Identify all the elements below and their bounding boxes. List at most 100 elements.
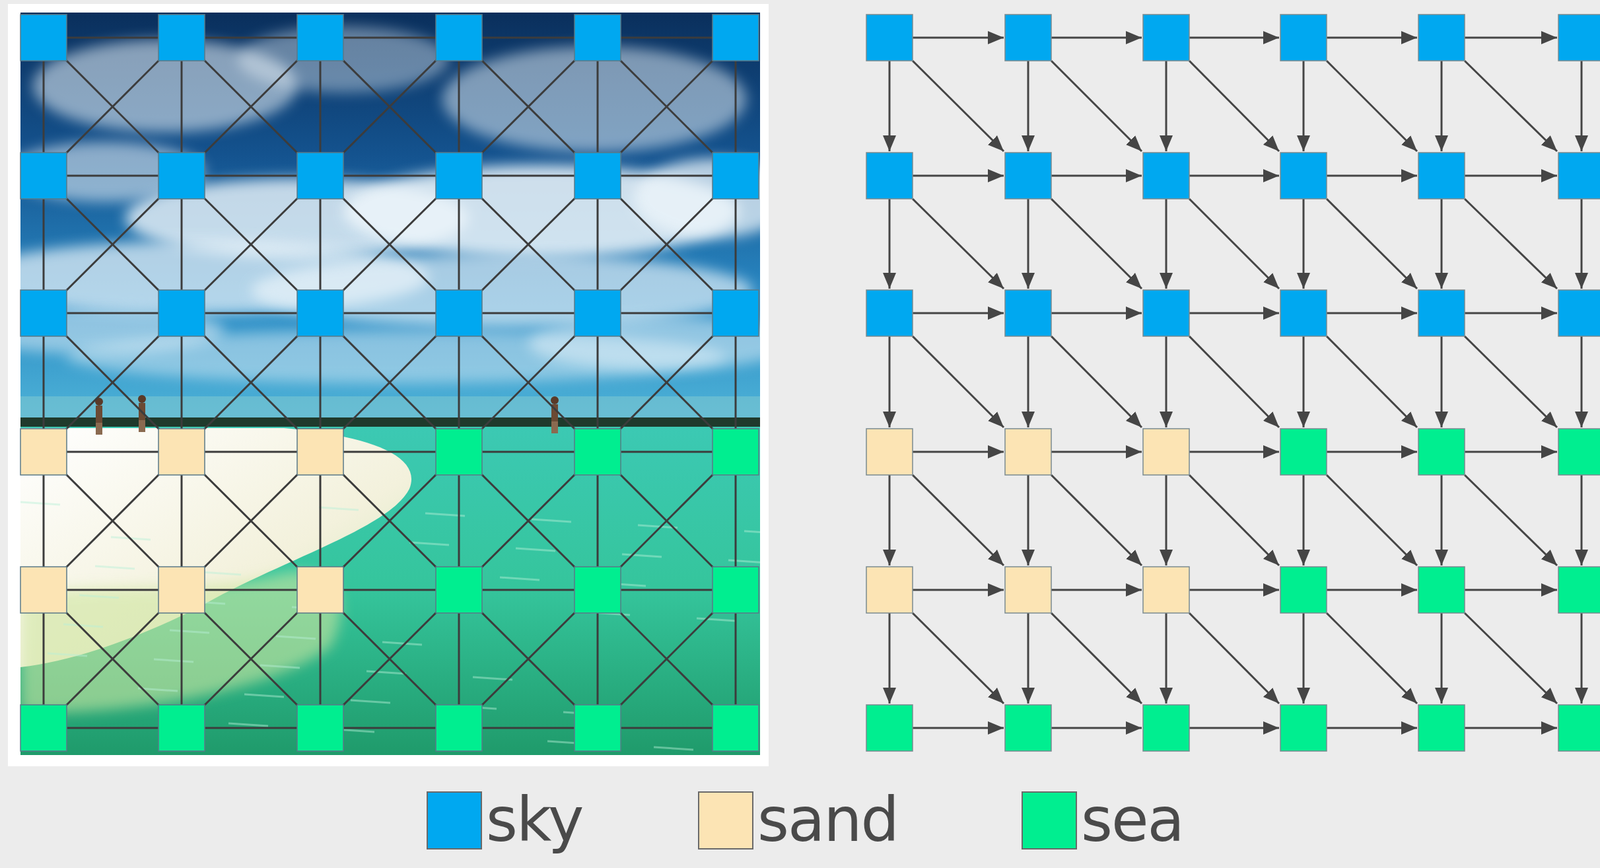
ripple — [653, 746, 694, 750]
label-square — [297, 428, 344, 475]
legend-swatch — [1021, 791, 1078, 850]
beach-photo — [20, 12, 761, 755]
label-square — [158, 289, 205, 337]
arrow — [1440, 474, 1443, 566]
label-square — [1558, 566, 1600, 613]
label-square — [712, 704, 759, 751]
arrow — [1326, 474, 1418, 566]
arrow — [912, 60, 1004, 152]
label-square — [1280, 289, 1327, 337]
arrow — [1464, 36, 1558, 39]
arrow — [888, 612, 891, 704]
label-square — [158, 566, 205, 613]
label-square — [866, 566, 913, 613]
arrow — [1464, 336, 1558, 428]
cloud — [20, 141, 205, 202]
label-square — [1418, 704, 1465, 751]
arrow — [1326, 312, 1418, 315]
arrow — [1189, 612, 1280, 704]
directed-grid — [866, 14, 1600, 751]
arrow — [1189, 198, 1280, 289]
legend-label: sand — [757, 789, 899, 851]
arrow — [1189, 451, 1280, 453]
ripple — [201, 571, 242, 575]
label-square — [20, 428, 67, 475]
photo-frame — [7, 3, 769, 766]
label-square — [20, 704, 67, 751]
arrow — [912, 451, 1004, 453]
arrow — [1051, 727, 1142, 730]
label-square — [158, 14, 205, 61]
arrow — [1051, 612, 1142, 704]
ripple — [20, 501, 61, 505]
label-square — [1143, 14, 1190, 61]
label-square — [1280, 152, 1327, 199]
arrow — [1189, 474, 1280, 566]
label-square — [1005, 152, 1052, 199]
label-square — [574, 428, 621, 475]
arrow — [1326, 612, 1418, 704]
legend-entry: sand — [697, 789, 899, 851]
arrow — [912, 474, 1004, 566]
arrow — [1464, 727, 1558, 730]
label-square — [712, 14, 759, 61]
arrow — [1580, 474, 1583, 566]
arrow — [1302, 198, 1305, 289]
undirected-grid — [20, 14, 759, 751]
ripple — [95, 565, 135, 569]
ripple — [169, 629, 210, 633]
arrow — [1302, 60, 1305, 152]
ripple — [744, 530, 761, 534]
arrow — [1326, 451, 1418, 453]
ripple — [260, 664, 300, 668]
label-square — [1558, 152, 1600, 199]
label-square — [866, 704, 913, 751]
cloud — [442, 46, 747, 152]
label-square — [1005, 704, 1052, 751]
person — [95, 397, 104, 435]
ripple — [728, 559, 761, 563]
arrow — [1051, 336, 1142, 428]
label-square — [1558, 428, 1600, 475]
label-square — [574, 152, 621, 199]
label-square — [435, 289, 483, 337]
ripple — [382, 641, 422, 645]
arrow — [1165, 612, 1168, 704]
arrow — [1580, 60, 1583, 152]
label-square — [1280, 566, 1327, 613]
label-square — [297, 152, 344, 199]
arrow — [888, 336, 891, 428]
legend-label: sea — [1080, 789, 1184, 851]
arrow — [1051, 589, 1142, 592]
arrow — [1580, 336, 1583, 428]
label-square — [574, 289, 621, 337]
arrow — [1580, 612, 1583, 704]
legend-label: sky — [486, 789, 583, 851]
ripple — [531, 519, 572, 522]
label-square — [574, 14, 621, 61]
label-square — [866, 428, 913, 475]
label-square — [712, 566, 759, 613]
arrow — [1302, 612, 1305, 704]
label-square — [1558, 704, 1600, 751]
arrow — [1189, 60, 1280, 152]
label-square — [1280, 704, 1327, 751]
arrow — [1464, 612, 1558, 704]
label-square — [1005, 428, 1052, 475]
label-square — [574, 704, 621, 751]
label-square — [866, 14, 913, 61]
ripple — [409, 542, 450, 545]
arrow — [1464, 198, 1558, 289]
arrow — [1027, 612, 1030, 704]
arrow — [1027, 198, 1030, 289]
ripple — [515, 548, 556, 551]
label-square — [1558, 14, 1600, 61]
legend-swatch — [697, 791, 754, 850]
arrow — [1464, 451, 1558, 453]
label-square — [1418, 428, 1465, 475]
person — [550, 396, 559, 434]
arrow — [1326, 198, 1418, 289]
arrow — [912, 312, 1004, 315]
ripple — [622, 554, 662, 557]
